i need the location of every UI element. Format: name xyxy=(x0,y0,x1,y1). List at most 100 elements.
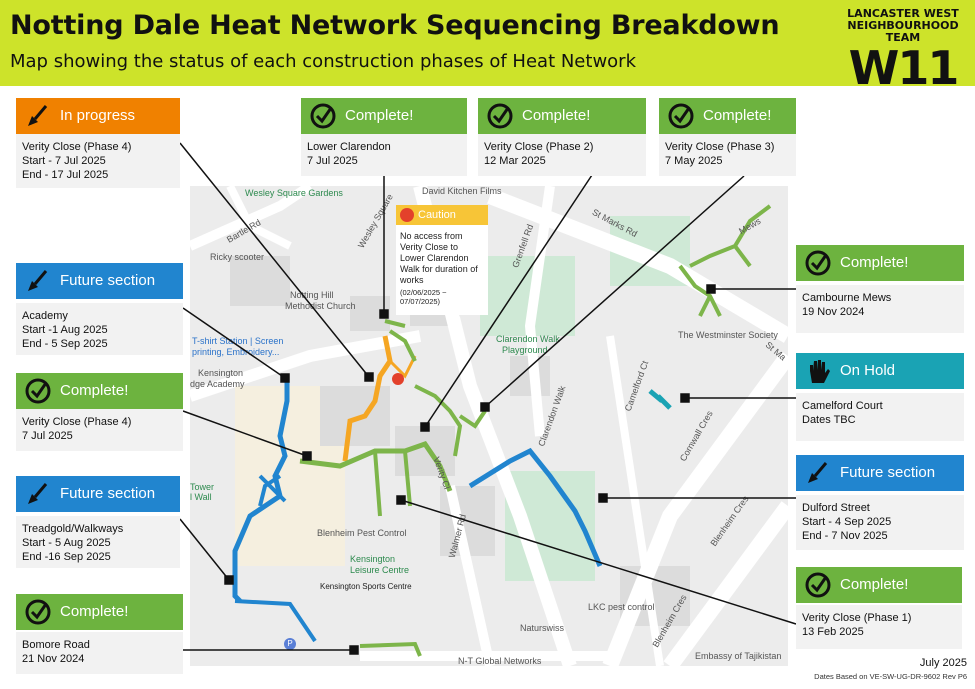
card-line2: 7 May 2025 xyxy=(665,155,723,167)
card-line1: Dulford Street xyxy=(802,502,870,514)
card-line1: Lower Clarendon xyxy=(307,141,391,153)
caution-text: No access from Verity Close to Lower Cla… xyxy=(400,231,478,285)
map-label-tshirt2: printing, Embroidery... xyxy=(192,347,280,357)
check-circle-icon xyxy=(487,103,513,129)
map-label-tshirt1: T-shirt Station | Screen xyxy=(192,336,284,346)
card-line2: 12 Mar 2025 xyxy=(484,155,546,167)
parking-icon: P xyxy=(284,638,296,650)
card-lower-clarendon[interactable]: Complete! Lower Clarendon 7 Jul 2025 xyxy=(301,98,467,176)
map-label-tower2: l Wall xyxy=(190,492,212,502)
caution-note: Caution No access from Verity Close to L… xyxy=(396,205,488,315)
check-circle-icon xyxy=(805,572,831,598)
card-status: Future section xyxy=(60,485,156,502)
logo-w11: W11 xyxy=(848,41,960,95)
card-status: In progress xyxy=(60,107,136,124)
card-header: Complete! xyxy=(796,245,964,281)
caution-dates: (02/06/2025 ~ 07/07/2025) xyxy=(400,288,447,306)
card-body: Camelford Court Dates TBC xyxy=(796,393,964,441)
card-line1: Verity Close (Phase 4) xyxy=(22,141,132,153)
card-header: Complete! xyxy=(478,98,646,134)
map-area[interactable]: Wesley Square Gardens David Kitchen Film… xyxy=(190,186,788,666)
card-header: Complete! xyxy=(16,373,183,409)
card-line1: Treadgold/Walkways xyxy=(22,523,124,535)
card-bomore[interactable]: Complete! Bomore Road 21 Nov 2024 xyxy=(16,594,183,674)
card-line2: Start -1 Aug 2025 xyxy=(22,324,108,336)
page-title: Notting Dale Heat Network Sequencing Bre… xyxy=(10,10,780,41)
card-line2: 7 Jul 2025 xyxy=(22,430,73,442)
map-label-sports: Kensington Sports Centre xyxy=(320,582,412,591)
card-header: In progress xyxy=(16,98,180,134)
check-circle-icon xyxy=(25,378,51,404)
card-vc2[interactable]: Complete! Verity Close (Phase 2) 12 Mar … xyxy=(478,98,646,176)
card-header: Complete! xyxy=(796,567,962,603)
map-label-methodist1: Notting Hill xyxy=(290,290,334,300)
card-line3: End - 17 Jul 2025 xyxy=(22,169,109,181)
card-line1: Verity Close (Phase 2) xyxy=(484,141,594,153)
map-label-leisure1: Kensington xyxy=(350,554,396,564)
card-line2: Start - 5 Aug 2025 xyxy=(22,537,111,549)
logo-line2: NEIGHBOURHOOD TEAM xyxy=(847,19,959,44)
card-line3: End - 7 Nov 2025 xyxy=(802,530,888,542)
map-label-clarendon1: Clarendon Walk xyxy=(496,334,560,344)
map-label-ricky: Ricky scooter xyxy=(210,252,265,262)
map-label-david-kitchen: David Kitchen Films xyxy=(422,186,502,196)
card-status: Complete! xyxy=(345,107,414,124)
card-header: Future section xyxy=(16,263,183,299)
card-status: Complete! xyxy=(840,254,909,271)
map-label-lkc: LKC pest control xyxy=(588,602,655,612)
card-status: Complete! xyxy=(60,382,129,399)
card-status: Complete! xyxy=(840,576,909,593)
card-body: Verity Close (Phase 4) 7 Jul 2025 xyxy=(16,409,183,451)
card-vc3[interactable]: Complete! Verity Close (Phase 3) 7 May 2… xyxy=(659,98,796,176)
card-header: Future section xyxy=(16,476,180,512)
card-status: Complete! xyxy=(703,107,772,124)
card-vc1[interactable]: Complete! Verity Close (Phase 1) 13 Feb … xyxy=(796,567,962,649)
card-header: On Hold xyxy=(796,353,964,389)
card-status: Complete! xyxy=(522,107,591,124)
card-cambourne[interactable]: Complete! Cambourne Mews 19 Nov 2024 xyxy=(796,245,964,333)
map-label-tower1: Tower xyxy=(190,482,215,492)
hand-icon xyxy=(810,360,830,383)
card-line1: Bomore Road xyxy=(22,639,90,651)
caution-label: Caution xyxy=(418,209,456,221)
card-body: Verity Close (Phase 1) 13 Feb 2025 xyxy=(796,605,962,649)
map-label-leisure2: Leisure Centre xyxy=(350,565,410,575)
card-in-progress-vc4[interactable]: In progress Verity Close (Phase 4) Start… xyxy=(16,98,180,188)
card-line3: End - 5 Sep 2025 xyxy=(22,338,108,350)
card-line1: Verity Close (Phase 4) xyxy=(22,416,132,428)
check-circle-icon xyxy=(668,103,694,129)
card-header: Future section xyxy=(796,455,964,491)
card-body: Dulford Street Start - 4 Sep 2025 End - … xyxy=(796,495,964,550)
page-subtitle: Map showing the status of each construct… xyxy=(10,51,637,72)
card-line1: Camelford Court xyxy=(802,400,883,412)
card-body: Treadgold/Walkways Start - 5 Aug 2025 En… xyxy=(16,516,180,568)
card-line2: Dates TBC xyxy=(802,414,856,426)
lancaster-west-logo: LANCASTER WEST NEIGHBOURHOOD TEAM W11 xyxy=(838,7,968,93)
card-status: Future section xyxy=(840,464,936,481)
card-vc4-complete[interactable]: Complete! Verity Close (Phase 4) 7 Jul 2… xyxy=(16,373,183,451)
card-body: Verity Close (Phase 4) Start - 7 Jul 202… xyxy=(16,134,180,188)
card-line1: Verity Close (Phase 3) xyxy=(665,141,775,153)
shovel-icon xyxy=(28,483,48,504)
card-treadgold[interactable]: Future section Treadgold/Walkways Start … xyxy=(16,476,180,568)
shovel-icon xyxy=(28,105,48,126)
card-header: Complete! xyxy=(659,98,796,134)
card-camelford[interactable]: On Hold Camelford Court Dates TBC xyxy=(796,353,964,441)
check-circle-icon xyxy=(310,103,336,129)
map-label-naturswiss: Naturswiss xyxy=(520,623,565,633)
shovel-icon xyxy=(808,462,828,483)
card-academy[interactable]: Future section Academy Start -1 Aug 2025… xyxy=(16,263,183,355)
card-line2: 21 Nov 2024 xyxy=(22,653,85,665)
card-body: Academy Start -1 Aug 2025 End - 5 Sep 20… xyxy=(16,303,183,355)
card-dulford[interactable]: Future section Dulford Street Start - 4 … xyxy=(796,455,964,550)
footer-date: July 2025 xyxy=(919,657,967,669)
logo-line1: LANCASTER WEST xyxy=(847,7,959,20)
map-label-methodist2: Methodist Church xyxy=(285,301,356,311)
card-header: Complete! xyxy=(16,594,183,630)
footer-source: Dates Based on VE-SW-UG-DR-9602 Rev P6 xyxy=(814,672,967,681)
card-line1: Academy xyxy=(22,310,68,322)
card-line2: 7 Jul 2025 xyxy=(307,155,358,167)
map-label-westminster: The Westminster Society xyxy=(678,330,778,340)
card-status: Complete! xyxy=(60,603,129,620)
card-body: Lower Clarendon 7 Jul 2025 xyxy=(301,134,467,176)
